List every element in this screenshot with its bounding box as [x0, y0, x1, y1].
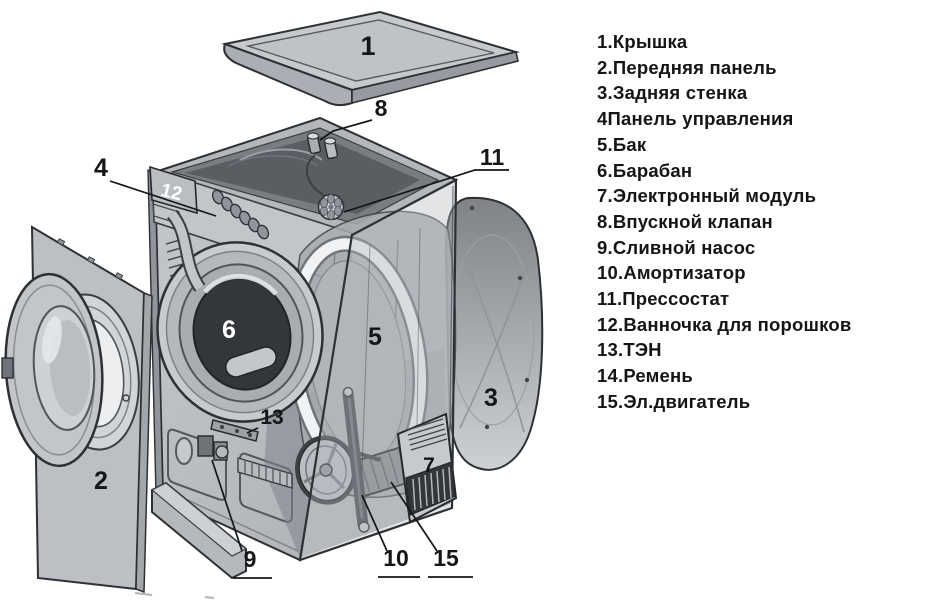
legend-item-drain-pump: 9.Сливной насос	[597, 236, 756, 258]
drum-part	[156, 209, 324, 423]
callout-inlet-valve: 8	[375, 95, 388, 121]
legend-item-shock-absorber: 10.Амортизатор	[597, 262, 746, 284]
callout-pressostat: 11	[480, 144, 505, 170]
washing-machine-exploded-diagram: 1 8 4 11 12 5 6 2 3 7 13 9 10 15	[1, 10, 544, 599]
legend-item-front-panel: 2.Передняя панель	[597, 56, 777, 78]
callout-control-panel: 4	[94, 154, 108, 182]
legend-item-drum: 6.Барабан	[597, 159, 693, 181]
callout-drain-pump: 9	[244, 546, 257, 572]
callout-drum: 6	[222, 316, 236, 344]
legend-item-belt: 14.Ремень	[597, 365, 693, 387]
legend-item-module: 7.Электронный модуль	[597, 185, 817, 207]
plinth-part	[150, 481, 248, 580]
callout-motor: 15	[433, 545, 459, 571]
panel-buttons	[211, 189, 270, 240]
rear-panel-part	[444, 196, 544, 471]
legend-item-detergent-tray: 12.Ванночка для порошков	[597, 313, 852, 335]
inlet-valve-part	[305, 132, 339, 207]
lid-part	[221, 10, 520, 107]
shock-absorber-part	[342, 386, 370, 533]
floor-marks	[134, 592, 215, 599]
leader-lines	[109, 119, 509, 579]
door-part	[1, 272, 104, 468]
callout-lid: 1	[360, 31, 375, 61]
heater-part	[210, 419, 259, 442]
legend-item-pressostat: 11.Прессостат	[597, 288, 730, 310]
callout-rear-panel: 3	[484, 384, 498, 412]
callout-heater: 13	[260, 406, 283, 429]
callout-tub: 5	[368, 323, 382, 351]
module-part	[396, 412, 458, 524]
legend-item-lid: 1.Крышка	[597, 31, 688, 52]
legend-item-rear-panel: 3.Задняя стенка	[597, 82, 748, 104]
callout-shock-absorber: 10	[383, 545, 409, 571]
callout-front-panel: 2	[94, 467, 108, 495]
legend-item-inlet-valve: 8.Впускной клапан	[597, 210, 773, 232]
legend-item-tub: 5.Бак	[597, 133, 647, 155]
rear-panel-screws	[469, 205, 530, 430]
drain-pump-part	[197, 435, 293, 489]
callout-module: 7	[423, 454, 435, 477]
legend-item-heater: 13.ТЭН	[597, 339, 662, 361]
legend-item-motor: 15.Эл.двигатель	[597, 390, 751, 412]
legend: 1.Крышка 2.Передняя панель 3.Задняя стен…	[597, 29, 932, 415]
legend-item-control-panel: 4Панель управления	[597, 108, 794, 130]
callout-detergent-tray: 12	[159, 180, 185, 205]
pressostat-part	[317, 193, 345, 221]
